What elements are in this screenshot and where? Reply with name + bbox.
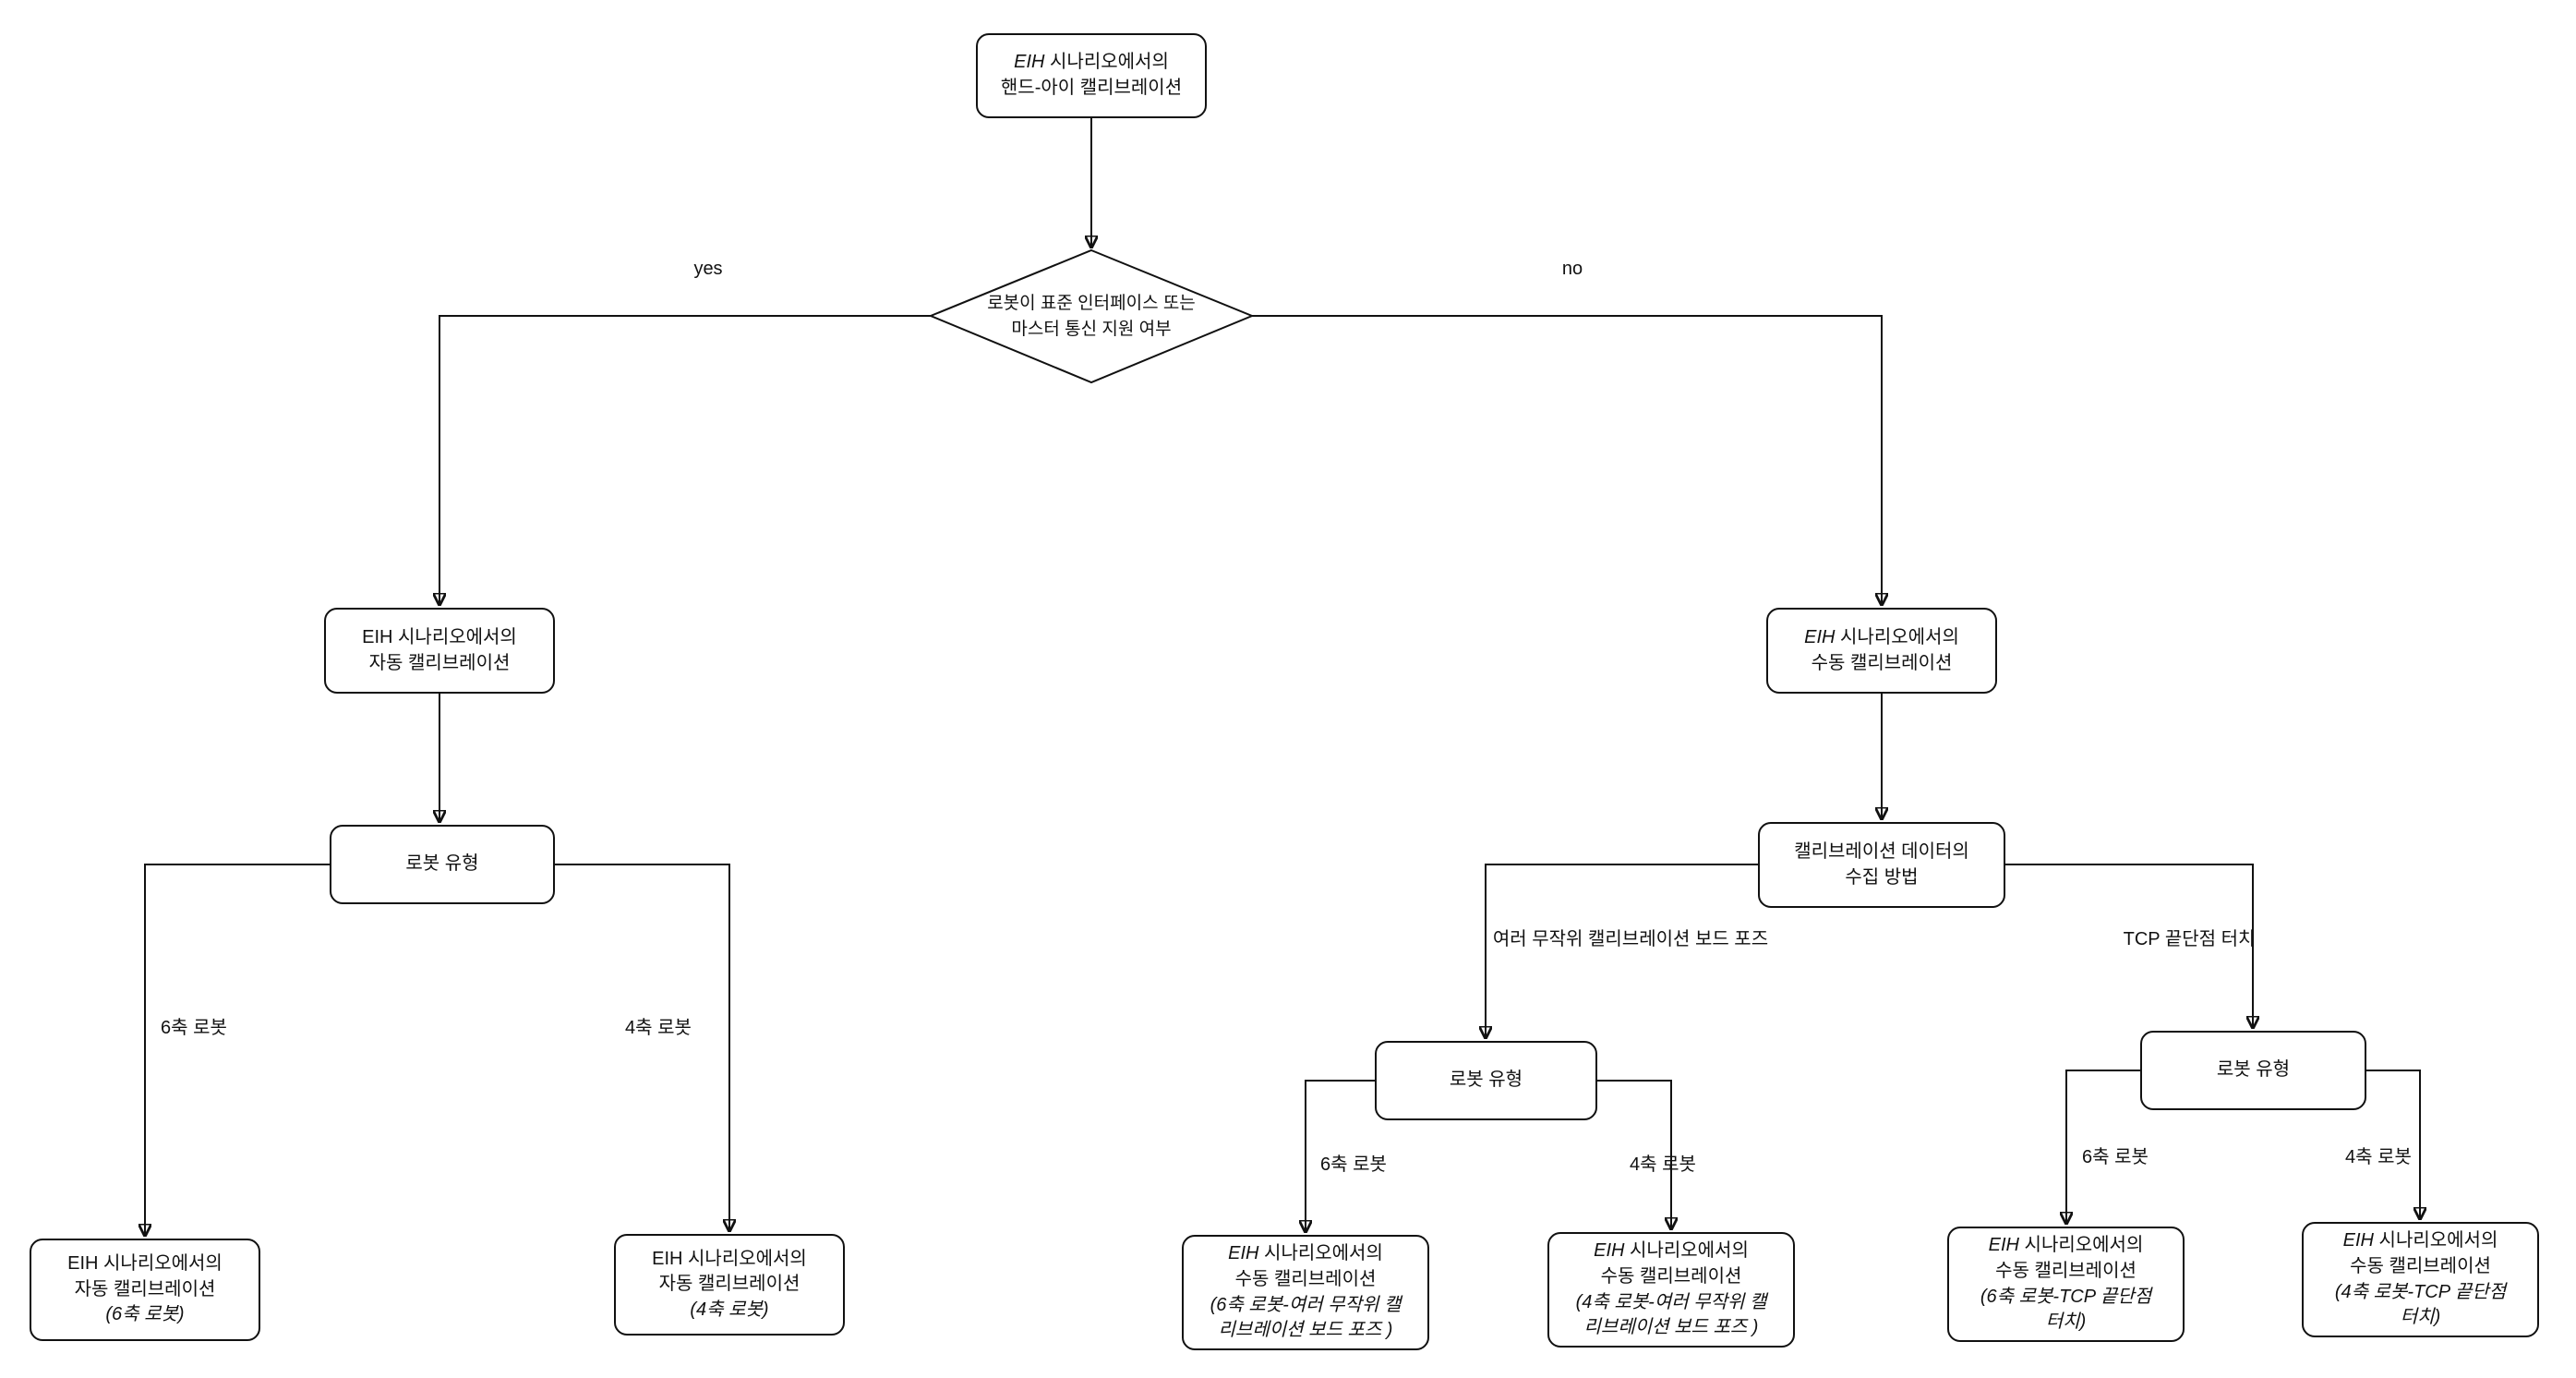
edge-label-4axis-board: 4축 로봇 (1630, 1154, 1696, 1175)
edge-robot-type-tcp-to-4 (2366, 1070, 2420, 1218)
edge-robot-type-to-auto-4 (555, 864, 729, 1230)
edge-robot-type-board-to-6 (1306, 1080, 1375, 1231)
edge-label-4axis-auto: 4축 로봇 (625, 1018, 692, 1038)
edge-label-6axis-auto: 6축 로봇 (161, 1018, 227, 1038)
edge-label-board-poses: 여러 무작위 캘리브레이션 보드 포즈 (1492, 929, 1769, 949)
edge-label-6axis-tcp: 6축 로봇 (2082, 1147, 2149, 1167)
decision-diamond-shape (928, 248, 1255, 384)
edge-yes-to-auto (439, 315, 931, 604)
edge-label-no: no (1561, 259, 1583, 279)
edge-collection-to-robot-type-tcp (2005, 864, 2253, 1027)
edge-label-yes: yes (693, 259, 723, 279)
edge-robot-type-to-auto-6 (145, 864, 330, 1235)
edge-label-4axis-tcp: 4축 로봇 (2345, 1147, 2412, 1167)
node-robot-type-board: 로봇 유형 (1375, 1041, 1597, 1120)
edge-robot-type-board-to-4 (1597, 1080, 1671, 1228)
edge-label-6axis-board: 6축 로봇 (1320, 1154, 1387, 1175)
node-robot-type-auto: 로봇 유형 (330, 825, 555, 904)
edge-label-tcp-touch: TCP 끝단점 터치 (2123, 929, 2256, 949)
edge-collection-to-robot-type-board (1486, 864, 1758, 1037)
edge-robot-type-tcp-to-6 (2066, 1070, 2140, 1223)
node-robot-type-tcp: 로봇 유형 (2140, 1031, 2366, 1110)
edge-no-to-manual (1252, 315, 1882, 604)
